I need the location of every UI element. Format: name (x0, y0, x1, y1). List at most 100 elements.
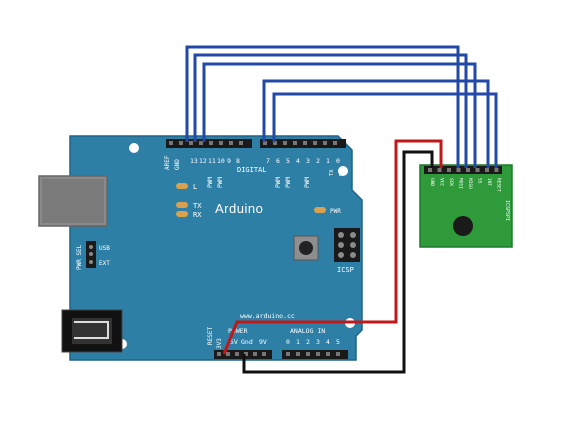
icsp-pin (338, 242, 344, 248)
header-pin (169, 141, 173, 145)
module-pin (485, 168, 489, 172)
power-pin (244, 352, 248, 356)
icsp-pin-dots (338, 232, 356, 258)
module-pin-label: GND (429, 178, 435, 186)
module-pin (447, 168, 451, 172)
arduino-logo-text: Arduino (215, 201, 263, 216)
digital-pin-label: 0 (336, 157, 340, 165)
digital-pin-label: 1 (326, 157, 330, 165)
header-pin (239, 141, 243, 145)
module-pin-label: SS (477, 178, 483, 184)
power-jack-pin (74, 321, 109, 339)
module-pin (494, 168, 499, 172)
pwm-label-5: PWM (304, 177, 311, 188)
digital-pin-label: 8 (236, 157, 240, 165)
pwm-label-2: PWM (217, 177, 224, 188)
wires (185, 45, 498, 374)
analog-pin (336, 352, 340, 356)
header-pin (273, 141, 277, 145)
gnd-top-label: GND (174, 159, 181, 170)
analog-pin-label: 5 (336, 338, 340, 346)
digital-pin-label: 2 (316, 157, 320, 165)
module-pin (475, 168, 480, 172)
header-pin (179, 141, 183, 145)
digital-pin-label: 6 (276, 157, 280, 165)
icsp-pin (350, 232, 356, 238)
pwr-sel-label: PWR SEL (76, 244, 83, 270)
led-l-label: L (193, 183, 197, 191)
header-pin (263, 141, 267, 145)
digital-pin-label: 11 (208, 157, 216, 165)
header-pin (303, 141, 307, 145)
module-header (424, 166, 502, 174)
wire-red-vcc (222, 139, 443, 355)
tx-label: TX (193, 202, 202, 210)
digital-pin-label: 4 (296, 157, 300, 165)
analog-pin-label: 4 (326, 338, 330, 346)
mounting-hole (338, 166, 348, 176)
power-label: POWER (228, 327, 248, 335)
rx-label: RX (193, 211, 202, 219)
header-pin (219, 141, 223, 145)
power-pin (253, 352, 257, 356)
digital-pin-label: 3 (306, 157, 310, 165)
analog-pin (326, 352, 330, 356)
icsp-label: ICSP (337, 266, 354, 274)
pwm-label-4: PWM (285, 177, 292, 188)
pwr-led-label: PWR (330, 208, 341, 215)
reset-label: RESET (207, 327, 214, 345)
analog-pin-label: 1 (296, 338, 300, 346)
header-pin (209, 141, 213, 145)
digital-label: DIGITAL (237, 166, 267, 174)
module-pin-label: MOSI (458, 178, 464, 189)
digital-pin-dots (169, 141, 337, 145)
wire-blue-miso (193, 53, 468, 168)
module-pin-dots (428, 168, 499, 172)
pin-5v-label: 5V (230, 338, 238, 346)
led-tx (176, 202, 188, 208)
digital-pin-label: 9 (227, 157, 231, 165)
led-l (176, 183, 188, 189)
digital-pin-label: 13 (190, 157, 198, 165)
analog-pin-label: 3 (316, 338, 320, 346)
bottom-pin-dots (217, 352, 340, 356)
wire-blue-sck (185, 45, 460, 168)
led-rx (176, 211, 188, 217)
aref-label: AREF (164, 155, 171, 170)
pin-3v3-label: 3V3 (216, 338, 223, 349)
module-pin (456, 168, 461, 172)
power-pin (262, 352, 266, 356)
reset-button-cap[interactable] (299, 241, 313, 255)
analog-pin (306, 352, 310, 356)
module-crystal (453, 216, 473, 236)
header-pin (323, 141, 327, 145)
usb-connector-inner (42, 179, 104, 223)
icsp-pin (338, 252, 344, 258)
jumper-pin (89, 252, 93, 256)
module-pin-label: MISO (467, 178, 473, 189)
ext-jumper-label: EXT (99, 260, 110, 267)
header-pin (189, 141, 193, 145)
analog-pin (296, 352, 300, 356)
icsp-header (334, 228, 360, 262)
pin-gnd-label: Gnd (241, 338, 253, 346)
digital-pin-label: 7 (266, 157, 270, 165)
analog-header (282, 350, 348, 359)
header-pin (293, 141, 297, 145)
usb-jumper-label: USB (99, 245, 110, 252)
module-pin-label: RESET (496, 178, 502, 192)
module-pin (428, 168, 432, 172)
board-body (69, 135, 363, 361)
module-side-label: ICSPSPI (504, 200, 510, 221)
wire-blue-mosi (202, 62, 477, 168)
analog-pin (286, 352, 290, 356)
power-pin (226, 352, 230, 356)
pin-9v-label: 9V (259, 338, 267, 346)
module-pin-label: SCK (448, 178, 454, 186)
analog-label: ANALOG IN (290, 327, 325, 335)
